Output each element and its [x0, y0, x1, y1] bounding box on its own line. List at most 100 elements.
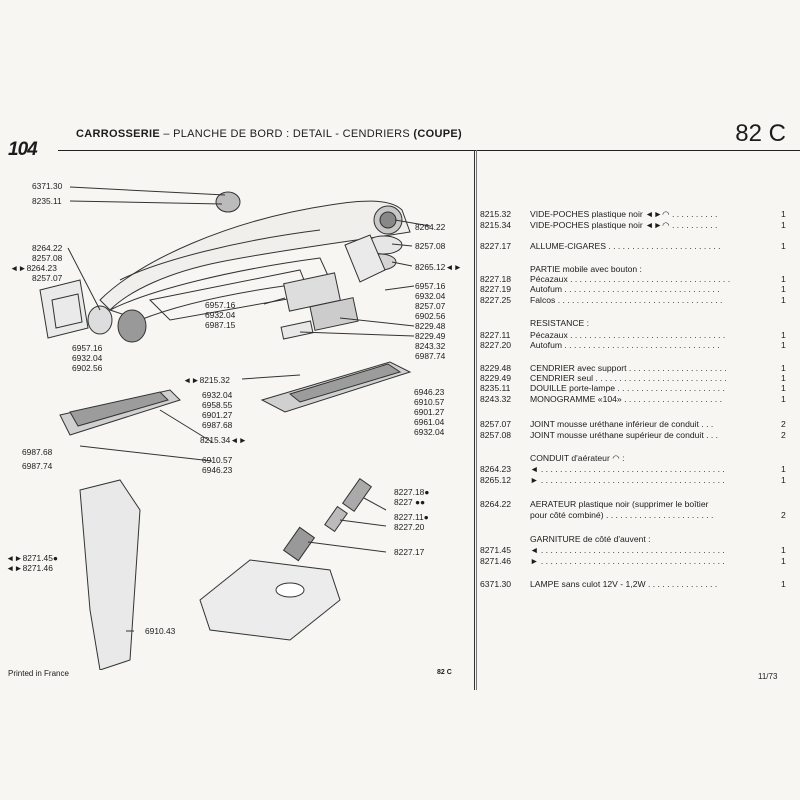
part-ref: 8227.18	[480, 274, 512, 284]
part-desc: ALLUME-CIGARES . . . . . . . . . . . . .…	[530, 241, 721, 251]
part-desc: Falcos . . . . . . . . . . . . . . . . .…	[530, 295, 723, 305]
part-qty: 1	[781, 394, 786, 404]
model-number: 104	[8, 139, 38, 160]
part-ref: 8229.48	[480, 363, 512, 373]
callout-8257-08: 8257.08	[32, 253, 63, 263]
part-ref: 8264.22	[480, 499, 512, 509]
callout-6957-16: 6957.16	[72, 343, 103, 353]
title-suffix: (COUPE)	[413, 128, 462, 140]
part-row: 8215.34 VIDE-POCHES plastique noir ◄►◠ . …	[478, 220, 798, 231]
footer-page-code: 82 C	[437, 669, 452, 676]
callout-8243-32: 8243.32	[415, 341, 446, 351]
part-desc: PARTIE mobile avec bouton :	[530, 264, 642, 274]
part-row: 8227.17 ALLUME-CIGARES . . . . . . . . . …	[478, 241, 798, 252]
callout-6932-04: 6932.04	[72, 353, 103, 363]
part-row: 8257.08 JOINT mousse uréthane supérieur d…	[478, 430, 798, 441]
page-title: CARROSSERIE – PLANCHE DE BORD : DETAIL -…	[76, 128, 462, 140]
callout-6987-74-b: 6987.74	[22, 461, 53, 471]
part-row: 8229.49 CENDRIER seul . . . . . . . . . .…	[478, 373, 798, 384]
part-row: PARTIE mobile avec bouton :	[478, 264, 798, 275]
part-row: 8227.20 Autofum . . . . . . . . . . . . …	[478, 340, 798, 351]
part-qty: 1	[781, 363, 786, 373]
callout-6910-43: 6910.43	[145, 626, 176, 636]
callout-8265-12: 8265.12◄►	[415, 262, 462, 272]
callout-6932-04-b: 6932.04	[205, 310, 236, 320]
part-ref: 8271.46	[480, 556, 512, 566]
part-row: 8227.25 Falcos . . . . . . . . . . . . .…	[478, 295, 798, 306]
part-qty: 1	[781, 220, 786, 230]
part-ref: 8227.17	[480, 241, 512, 251]
part-ref: 8215.34	[480, 220, 512, 230]
part-row: 8215.32 VIDE-POCHES plastique noir ◄►◠ . …	[478, 209, 798, 220]
part-desc: Pécazaux . . . . . . . . . . . . . . . .…	[530, 330, 726, 340]
part-row: 8227.11 Pécazaux . . . . . . . . . . . .…	[478, 330, 798, 341]
callout-6957-16-c: 6957.16	[415, 281, 446, 291]
callout-8264-23: ◄►8264.23	[10, 263, 57, 273]
part-ref: 8271.45	[480, 545, 512, 555]
callout-6987-68-b: 6987.68	[22, 447, 53, 457]
part-desc: JOINT mousse uréthane inférieur de condu…	[530, 419, 714, 429]
part-ref: 8257.08	[480, 430, 512, 440]
part-qty: 1	[781, 556, 786, 566]
callout-6961-04: 6961.04	[414, 417, 445, 427]
part-qty: 1	[781, 241, 786, 251]
callout-6958-55: 6958.55	[202, 400, 233, 410]
part-desc: VIDE-POCHES plastique noir ◄►◠ . . . . .…	[530, 209, 718, 219]
part-desc: ► . . . . . . . . . . . . . . . . . . . …	[530, 556, 725, 566]
part-row: pour côté combiné) . . . . . . . . . . .…	[478, 510, 798, 521]
part-desc: CENDRIER seul . . . . . . . . . . . . . …	[530, 373, 727, 383]
callout-8229-48: 8229.48	[415, 321, 446, 331]
part-ref: 8235.11	[480, 383, 511, 393]
callout-6987-15: 6987.15	[205, 320, 236, 330]
part-desc: ► . . . . . . . . . . . . . . . . . . . …	[530, 475, 725, 485]
callout-6932-04-c: 6932.04	[415, 291, 446, 301]
part-qty: 1	[781, 464, 786, 474]
callout-8235-11: 8235.11	[32, 196, 62, 206]
callout-6902-56-b: 6902.56	[415, 311, 446, 321]
callout-8257-07-b: 8257.07	[415, 301, 446, 311]
part-row: 8229.48 CENDRIER avec support . . . . . .…	[478, 363, 798, 374]
part-qty: 1	[781, 274, 786, 284]
part-ref: 8227.19	[480, 284, 512, 294]
callout-8257-08-b: 8257.08	[415, 241, 446, 251]
part-desc: RESISTANCE :	[530, 318, 590, 328]
part-row: 8265.12► . . . . . . . . . . . . . . . .…	[478, 475, 798, 486]
callout-8271-46: ◄►8271.46	[6, 563, 53, 573]
callout-6371-30: 6371.30	[32, 181, 63, 191]
callout-8264-22-b: 8264.22	[415, 222, 446, 232]
part-row: GARNITURE de côté d'auvent :	[478, 534, 798, 545]
part-ref: 8229.49	[480, 373, 512, 383]
part-row: 8271.45 ◄ . . . . . . . . . . . . . . . .…	[478, 545, 798, 556]
part-desc: ◄ . . . . . . . . . . . . . . . . . . . …	[530, 545, 725, 555]
part-desc: GARNITURE de côté d'auvent :	[530, 534, 651, 544]
part-qty: 1	[781, 284, 786, 294]
part-desc: DOUILLE porte-lampe . . . . . . . . . . …	[530, 383, 725, 393]
part-ref: 8215.32	[480, 209, 512, 219]
part-desc: ◄ . . . . . . . . . . . . . . . . . . . …	[530, 464, 725, 474]
callout-6987-68: 6987.68	[202, 420, 233, 430]
part-desc: VIDE-POCHES plastique noir ◄►◠ . . . . .…	[530, 220, 718, 230]
part-ref: 8243.32	[480, 394, 512, 404]
callout-8227-18: 8227.18●	[394, 487, 430, 497]
part-qty: 1	[781, 295, 786, 305]
part-ref: 8227.11	[480, 330, 511, 340]
callout-6946-23: 6946.23	[414, 387, 445, 397]
part-qty: 1	[781, 330, 786, 340]
part-qty: 2	[781, 510, 786, 520]
part-row: 8235.11 DOUILLE porte-lampe . . . . . . .…	[478, 383, 798, 394]
callout-8227: 8227 ●●	[394, 497, 426, 507]
exploded-diagram: 6371.30 8235.11 8264.22 8257.08 ◄►8264.2…	[0, 150, 474, 670]
part-qty: 2	[781, 419, 786, 429]
part-desc: JOINT mousse uréthane supérieur de condu…	[530, 430, 719, 440]
part-ref: 8264.23	[480, 464, 512, 474]
part-row: 8271.46 ► . . . . . . . . . . . . . . . .…	[478, 556, 798, 567]
callout-8215-32: ◄►8215.32	[183, 375, 230, 385]
part-row: RESISTANCE :	[478, 318, 798, 329]
callout-6932-04-d: 6932.04	[414, 427, 445, 437]
part-qty: 1	[781, 579, 786, 589]
part-desc: pour côté combiné) . . . . . . . . . . .…	[530, 510, 714, 520]
part-desc: MONOGRAMME «104» . . . . . . . . . . . .…	[530, 394, 722, 404]
part-desc: CENDRIER avec support . . . . . . . . . …	[530, 363, 727, 373]
